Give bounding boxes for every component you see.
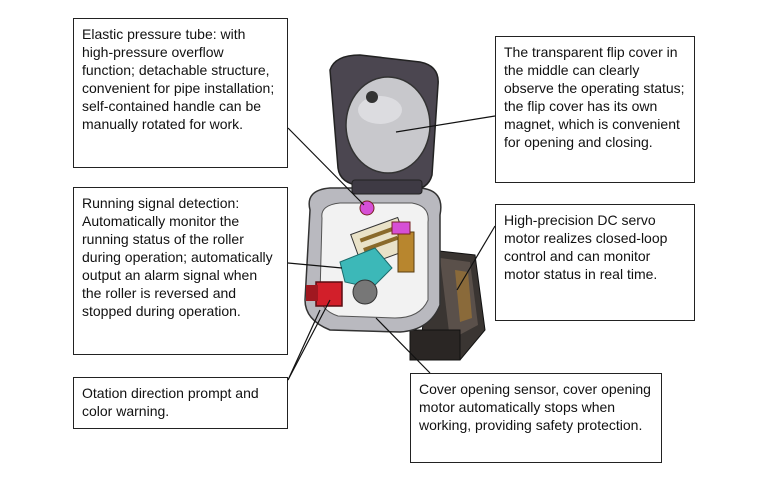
callout-signal-detection: Running signal detection: Automatically …: [73, 187, 288, 355]
flip-cover: [329, 54, 439, 195]
callout-servo-motor: High-precision DC servo motor realizes c…: [495, 204, 695, 321]
callout-flip-cover: The transparent flip cover in the middle…: [495, 36, 695, 183]
callout-elastic-tube: Elastic pressure tube: with high-pressur…: [73, 18, 288, 168]
roller-rotor: [339, 200, 415, 305]
callout-cover-sensor: Cover opening sensor, cover opening moto…: [410, 373, 662, 463]
callout-rotation-prompt: Otation direction prompt and color warni…: [73, 377, 288, 429]
leader-lines: [287, 115, 496, 381]
